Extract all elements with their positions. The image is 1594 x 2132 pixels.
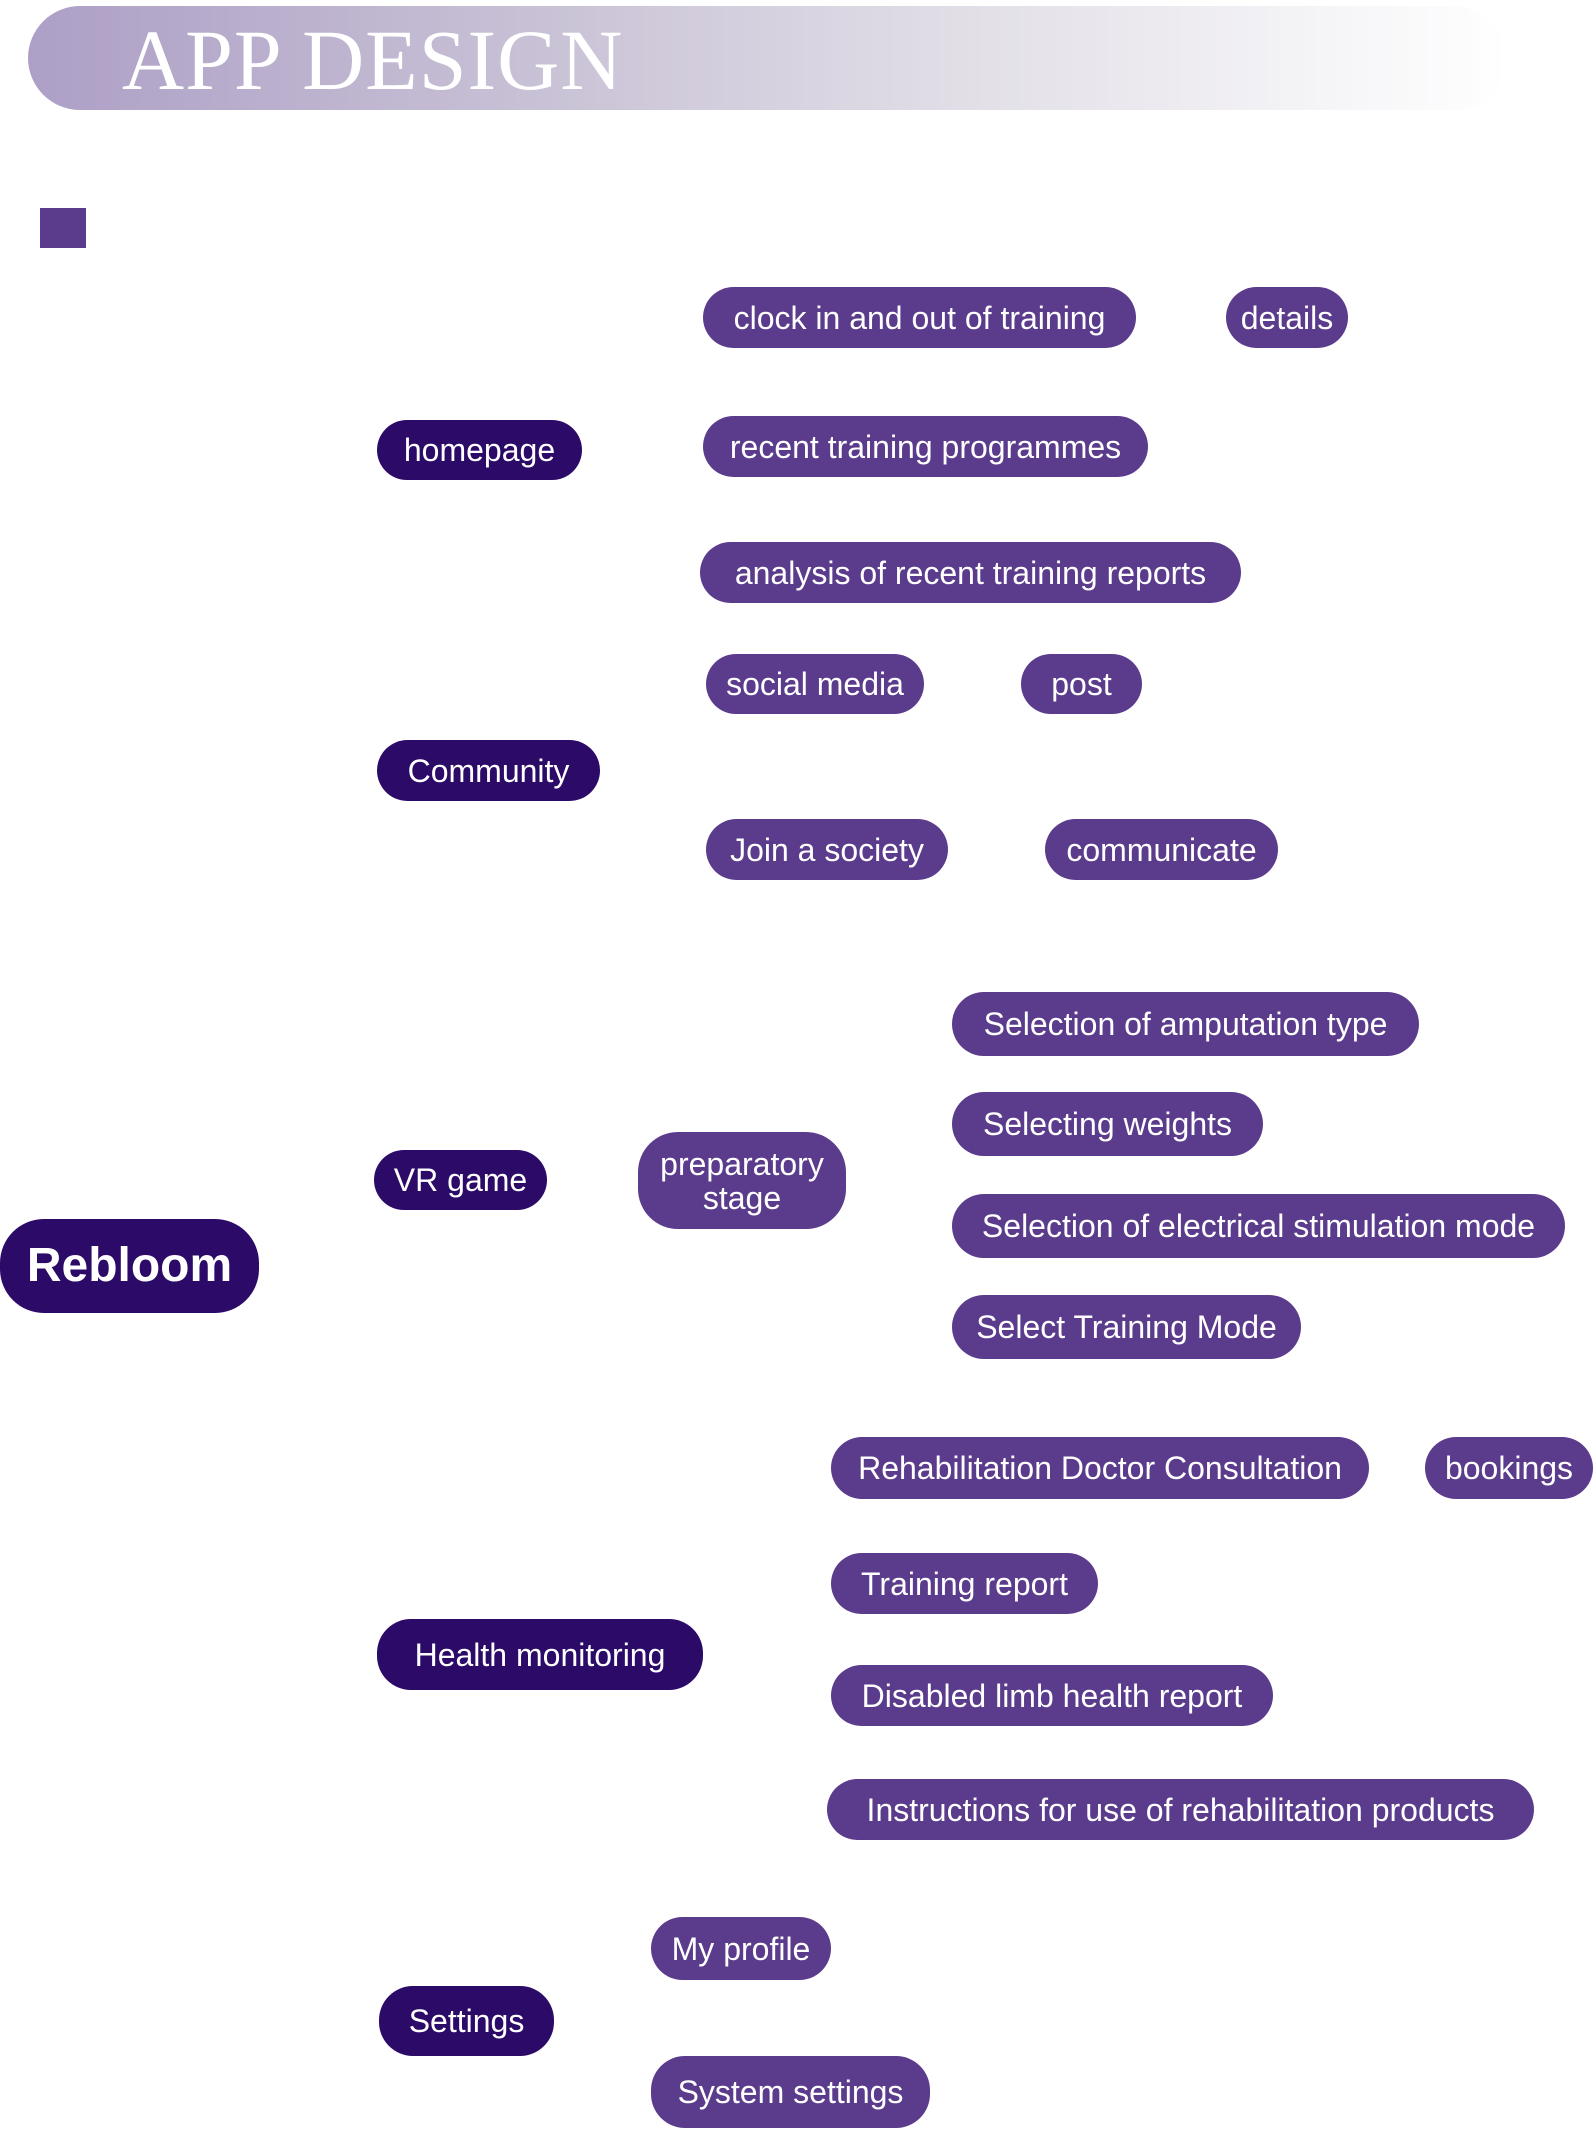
node-rehab-instructions: Instructions for use of rehabilitation p… [827, 1779, 1534, 1840]
node-social-media: social media [706, 654, 924, 714]
node-amputation-type: Selection of amputation type [952, 992, 1419, 1056]
node-doctor-consultation: Rehabilitation Doctor Consultation [831, 1437, 1369, 1499]
node-community: Community [377, 740, 600, 801]
node-recent-programmes: recent training programmes [703, 416, 1148, 477]
node-clock-in-out: clock in and out of training [703, 287, 1136, 348]
node-my-profile: My profile [651, 1917, 831, 1980]
node-training-report: Training report [831, 1553, 1098, 1614]
legend-square [40, 208, 86, 248]
node-analysis-reports: analysis of recent training reports [700, 542, 1241, 603]
page-title: APP DESIGN [122, 12, 624, 108]
node-stimulation-mode: Selection of electrical stimulation mode [952, 1194, 1565, 1258]
node-bookings: bookings [1425, 1437, 1593, 1499]
node-join-society: Join a society [706, 819, 948, 880]
node-preparatory-stage: preparatory stage [638, 1132, 846, 1229]
root-node: Rebloom [0, 1219, 259, 1313]
header-banner: APP DESIGN [28, 6, 1508, 110]
preparatory-line-2: stage [702, 1179, 782, 1216]
node-post: post [1021, 654, 1142, 714]
node-vr-game: VR game [374, 1150, 547, 1210]
node-system-settings: System settings [651, 2056, 930, 2128]
node-health-monitoring: Health monitoring [377, 1619, 703, 1690]
node-limb-health-report: Disabled limb health report [831, 1665, 1273, 1726]
node-communicate: communicate [1045, 819, 1278, 880]
node-homepage: homepage [377, 420, 582, 480]
node-details: details [1226, 287, 1348, 348]
node-selecting-weights: Selecting weights [952, 1092, 1263, 1156]
node-settings: Settings [379, 1986, 554, 2056]
node-training-mode: Select Training Mode [952, 1295, 1301, 1359]
preparatory-line-1: preparatory [660, 1145, 824, 1182]
